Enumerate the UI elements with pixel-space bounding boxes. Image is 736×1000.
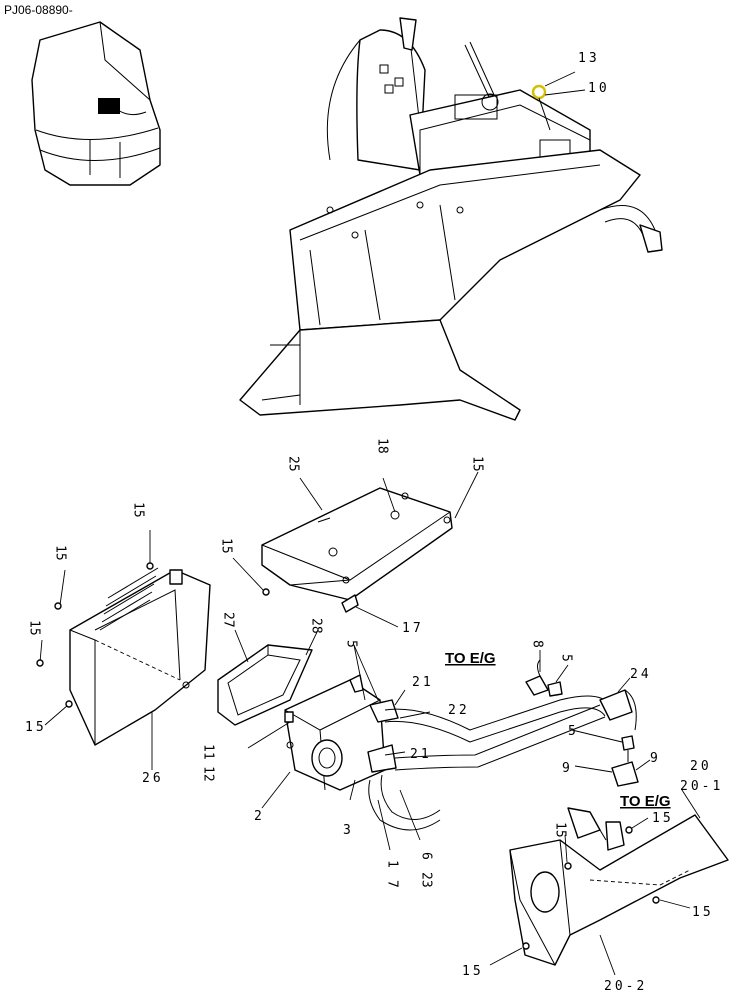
label-15-cover-right: 15 [470,456,485,472]
label-20-1: 20-1 [680,779,723,794]
label-23: 23 [419,872,434,888]
label-9-right: 9 [650,751,661,766]
mounting-bracket [509,807,729,966]
label-2: 2 [254,809,265,824]
label-20-2: 20-2 [604,979,647,994]
duct-assembly [69,567,211,746]
label-17: 17 [402,621,424,636]
label-18: 18 [375,438,390,454]
label-5-upper: 5 [344,640,359,648]
cab-frame-assembly [239,17,663,421]
label-15-duct-left-upper: 15 [53,545,68,561]
reference-code: PJ06-08890- [4,3,73,17]
label-5-right: 5 [568,724,579,739]
drain-valve [525,659,563,697]
highlight-ring [531,84,547,100]
label-15-cover-left: 15 [219,538,234,554]
label-15-bracket-bottom: 15 [462,964,484,979]
label-1: 1 [385,860,400,868]
label-15-duct-left-lower: 15 [27,620,42,636]
label-25: 25 [286,456,301,472]
label-9-left: 9 [562,761,573,776]
label-13: 13 [578,51,600,66]
heater-core-unit [284,674,399,791]
label-20: 20 [690,759,712,774]
label-21-lower: 21 [410,747,432,762]
label-26: 26 [142,771,164,786]
to-eg-lower-label: TO E/G [620,793,671,810]
label-22: 22 [448,703,470,718]
label-24: 24 [630,667,652,682]
label-15-bracket-right: 15 [692,905,714,920]
duct-grille [99,567,159,631]
label-8: 8 [530,640,545,648]
label-5-tag: 5 [559,654,574,662]
label-11: 11 [201,744,216,760]
connector-icon [98,98,120,114]
label-21-upper: 21 [412,675,434,690]
upper-cover [261,487,453,613]
label-28: 28 [309,618,324,634]
label-15-duct-bottom: 15 [25,720,47,735]
label-10: 10 [588,81,610,96]
label-12: 12 [201,766,216,782]
label-7: 7 [385,880,400,888]
shutoff-valve [611,735,639,787]
filter-frame [217,644,313,726]
heater-hoses [368,689,637,831]
label-27: 27 [221,612,236,628]
to-eg-upper-label: TO E/G [445,650,496,667]
label-15-bracket-left: 15 [553,822,568,838]
label-3: 3 [343,823,354,838]
label-15-duct-top: 15 [131,502,146,518]
label-15-bracket-top: 15 [652,811,674,826]
inset-heater-unit [31,21,161,186]
label-6: 6 [419,852,434,860]
